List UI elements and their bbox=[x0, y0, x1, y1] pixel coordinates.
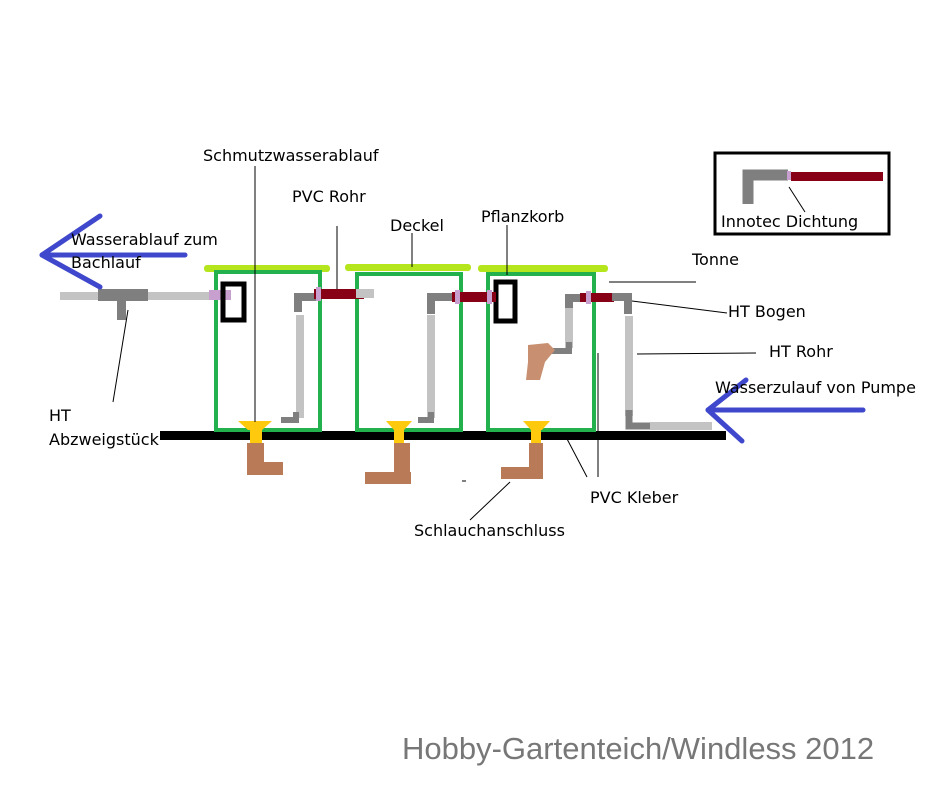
inlet-pipe bbox=[580, 291, 712, 430]
outlet-pipe bbox=[60, 289, 231, 320]
connection-2-3 bbox=[418, 290, 496, 423]
label-pvc-rohr: PVC Rohr bbox=[292, 187, 366, 206]
label-ht-abzweig-1: HT bbox=[49, 406, 71, 425]
label-wasserzulauf: Wasserzulauf von Pumpe bbox=[715, 378, 916, 397]
label-wasserablauf-1: Wasserablauf zum bbox=[71, 230, 218, 249]
label-ht-rohr: HT Rohr bbox=[769, 342, 833, 361]
label-ht-bogen: HT Bogen bbox=[728, 302, 806, 321]
watermark: Hobby-Gartenteich/Windless 2012 bbox=[402, 731, 874, 766]
legend-box: Innotec Dichtung bbox=[713, 151, 891, 236]
base-plate bbox=[160, 431, 726, 440]
label-wasserablauf-2: Bachlauf bbox=[71, 253, 141, 272]
legend-label: Innotec Dichtung bbox=[721, 212, 858, 231]
label-ht-abzweig-2: Abzweigstück bbox=[49, 430, 160, 449]
labels: Schmutzwasserablauf PVC Rohr Deckel Pfla… bbox=[49, 146, 916, 540]
label-schmutzwasserablauf: Schmutzwasserablauf bbox=[203, 146, 379, 165]
barrel3-internal bbox=[526, 294, 590, 380]
leader-lines bbox=[112, 166, 806, 521]
arrow-left-icon bbox=[705, 377, 866, 444]
connection-1-2 bbox=[281, 287, 374, 423]
label-tonne: Tonne bbox=[691, 250, 739, 269]
bottom-outlets bbox=[238, 421, 550, 444]
hose-fittings bbox=[247, 443, 543, 484]
label-deckel: Deckel bbox=[390, 216, 444, 235]
label-pvc-kleber: PVC Kleber bbox=[590, 488, 679, 507]
arrow-left-icon bbox=[39, 213, 188, 290]
label-pflanzkorb: Pflanzkorb bbox=[481, 207, 564, 226]
label-schlauchanschluss: Schlauchanschluss bbox=[414, 521, 565, 540]
